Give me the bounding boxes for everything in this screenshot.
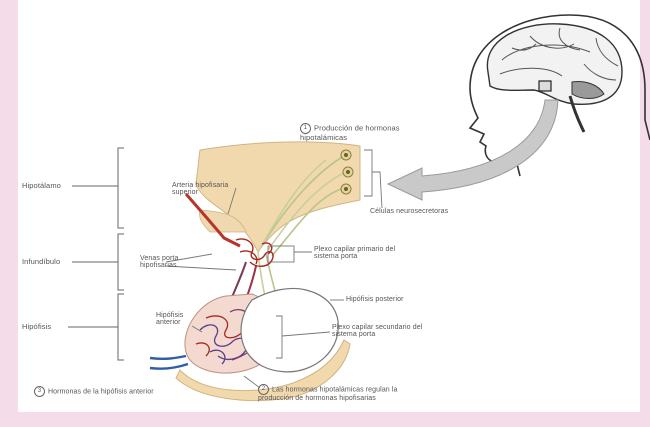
step2-number: 2 (258, 384, 269, 395)
infundibulum-label: Infundíbulo (22, 258, 60, 266)
portal-veins-label: Venas porta hipofisarias (140, 255, 196, 270)
superior-artery-label: Arteria hipofisaria superior (172, 182, 240, 197)
secondary-plexus-label: Plexo capilar secundario del sistema por… (332, 324, 442, 339)
hypothalamus-label: Hipotálamo (22, 182, 61, 190)
primary-plexus-label: Plexo capilar primario del sistema porta (314, 246, 414, 261)
posterior-pituitary (241, 288, 338, 371)
step3-number: 3 (34, 386, 45, 397)
neurosecretory-cells-label: Células neurosecretoras (370, 208, 450, 215)
anterior-pituitary-label: Hipófisis anterior (156, 312, 198, 327)
neuron-cell-bodies (341, 150, 353, 194)
pituitary-label: Hipófisis (22, 323, 51, 331)
posterior-pituitary-label: Hipófisis posterior (346, 296, 426, 303)
step3-text: Hormonas de la hipófisis anterior (48, 388, 154, 395)
step2-text: Las hormonas hipotalámicas regulan la pr… (258, 386, 398, 402)
step1-text: Producción de hormonas hipotalámicas (300, 123, 400, 142)
